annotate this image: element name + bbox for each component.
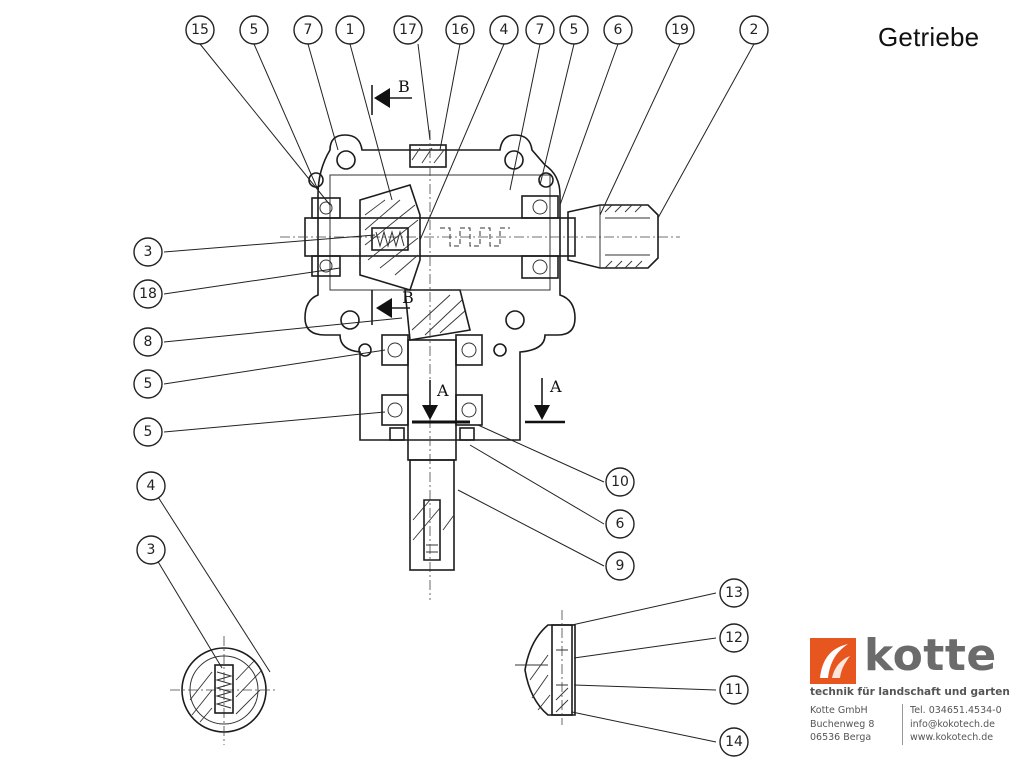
svg-text:9: 9 [616, 558, 625, 574]
callout-4: 4 [136, 471, 166, 501]
company-phone: Tel. 034651.4534-0 [910, 705, 1002, 716]
svg-text:14: 14 [725, 734, 743, 750]
svg-text:2: 2 [750, 22, 759, 38]
callout-3: 3 [133, 237, 163, 267]
callout-13: 13 [719, 578, 749, 608]
callout-1: 1 [335, 15, 365, 45]
callout-7: 7 [293, 15, 323, 45]
callout-12: 12 [719, 623, 749, 653]
leader-lines [150, 43, 755, 743]
svg-text:4: 4 [147, 478, 156, 494]
contact-details: Tel. 034651.4534-0 info@kokotech.de www.… [902, 704, 1002, 745]
section-marker-b-top: B [371, 77, 412, 115]
section-label-a-left: A [436, 381, 449, 400]
svg-text:18: 18 [139, 286, 157, 302]
section-marker-a-right: A [525, 377, 565, 424]
svg-text:4: 4 [500, 22, 509, 38]
company-street: Buchenweg 8 [810, 718, 875, 730]
callout-5: 5 [239, 15, 269, 45]
callout-7: 7 [525, 15, 555, 45]
detail-pin-section [170, 636, 278, 745]
svg-text:5: 5 [250, 22, 259, 38]
svg-text:5: 5 [144, 376, 153, 392]
svg-text:7: 7 [536, 22, 545, 38]
coupling-nut [567, 204, 659, 269]
svg-text:3: 3 [147, 542, 156, 558]
svg-text:12: 12 [725, 630, 743, 646]
callout-5: 5 [133, 369, 163, 399]
callout-18: 18 [133, 279, 163, 309]
section-label-b-bottom: B [402, 288, 414, 307]
callout-5: 5 [559, 15, 589, 45]
svg-text:19: 19 [671, 22, 689, 38]
callout-14: 14 [719, 727, 749, 757]
input-shaft [280, 195, 680, 279]
callout-2: 2 [739, 15, 769, 45]
company-logo-block: kotte technik für landschaft und garten … [810, 630, 1010, 746]
kotte-logo-icon [810, 638, 856, 684]
svg-text:11: 11 [725, 682, 743, 698]
callout-11: 11 [719, 675, 749, 705]
company-web: www.kokotech.de [910, 732, 994, 743]
callout-17: 17 [393, 15, 423, 45]
output-shaft [381, 334, 483, 571]
contact-address: Kotte GmbH Buchenweg 8 06536 Berga [810, 704, 874, 745]
callout-6: 6 [605, 509, 635, 539]
svg-text:7: 7 [304, 22, 313, 38]
svg-text:8: 8 [144, 334, 153, 350]
svg-text:3: 3 [144, 244, 153, 260]
company-email: info@kokotech.de [910, 718, 995, 730]
callout-3: 3 [136, 535, 166, 565]
svg-text:5: 5 [570, 22, 579, 38]
brand-tagline: technik für landschaft und garten [810, 686, 1010, 698]
callout-9: 9 [605, 551, 635, 581]
callout-6: 6 [603, 15, 633, 45]
callout-4: 4 [489, 15, 519, 45]
callout-5: 5 [133, 417, 163, 447]
svg-text:16: 16 [451, 22, 469, 38]
section-marker-a-left: A [412, 380, 470, 424]
svg-text:10: 10 [611, 474, 629, 490]
section-label-b-top: B [398, 77, 410, 96]
company-name: Kotte GmbH [810, 705, 868, 716]
callout-8: 8 [133, 327, 163, 357]
svg-text:17: 17 [399, 22, 417, 38]
gearbox-housing [304, 134, 576, 441]
section-label-a-right: A [549, 377, 562, 396]
svg-text:6: 6 [616, 516, 625, 532]
callout-10: 10 [605, 467, 635, 497]
svg-text:6: 6 [614, 22, 623, 38]
callout-15: 15 [185, 15, 215, 45]
callout-16: 16 [445, 15, 475, 45]
page-title: Getriebe [878, 22, 980, 52]
company-city: 06536 Berga [810, 732, 872, 743]
svg-text:15: 15 [191, 22, 209, 38]
svg-text:5: 5 [144, 424, 153, 440]
callout-19: 19 [665, 15, 695, 45]
brand-wordmark: kotte [864, 630, 997, 681]
svg-text:13: 13 [725, 585, 743, 601]
section-marker-b-bottom: B [371, 288, 414, 325]
bevel-gears [359, 130, 471, 600]
detail-shear-bolt [515, 610, 576, 725]
svg-text:1: 1 [346, 22, 355, 38]
